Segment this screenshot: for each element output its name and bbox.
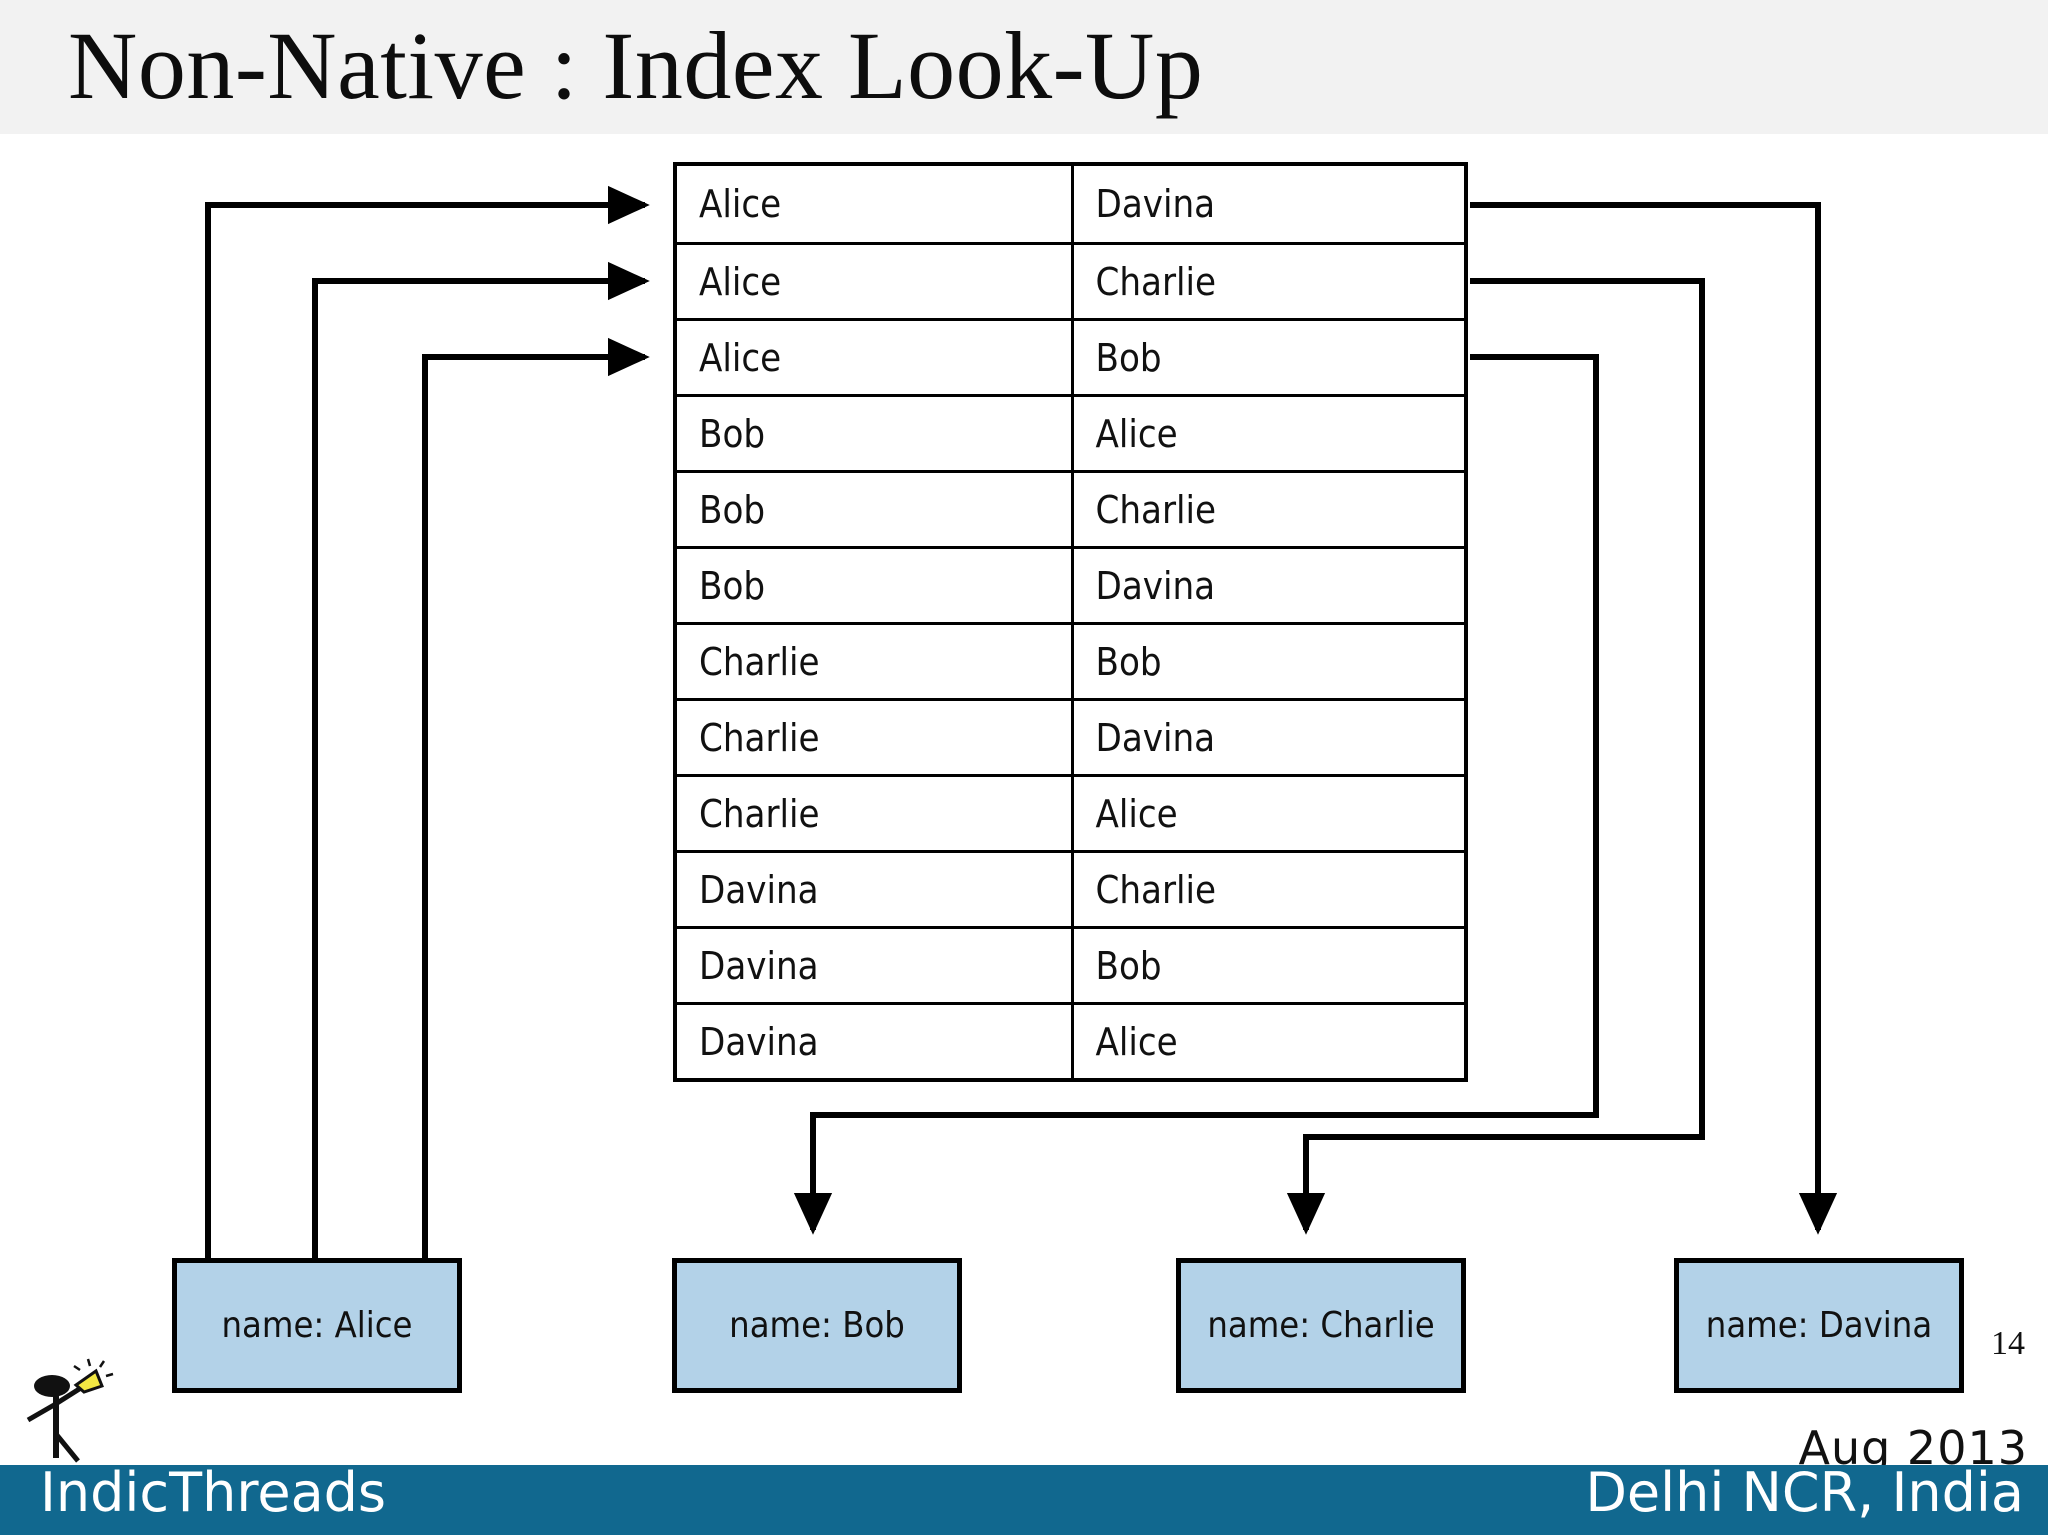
object-node-charlie: name: Charlie	[1176, 1258, 1466, 1393]
table-row: Davina Alice	[677, 1002, 1464, 1078]
index-key: Alice	[677, 166, 1074, 242]
index-key: Bob	[677, 473, 1074, 546]
footer-bar: IndicThreads Delhi NCR, India	[0, 1461, 2048, 1535]
table-row: Charlie Alice	[677, 774, 1464, 850]
index-key: Charlie	[677, 625, 1074, 698]
table-row: Bob Charlie	[677, 470, 1464, 546]
table-row: Bob Davina	[677, 546, 1464, 622]
index-value: Bob	[1095, 943, 1162, 988]
index-value: Davina	[1095, 182, 1216, 226]
edge-alice-to-row2	[312, 261, 650, 1258]
index-value: Charlie	[1095, 867, 1217, 912]
table-row: Davina Charlie	[677, 850, 1464, 926]
index-table: Alice Davina Alice Charlie Alice Bob Bob…	[673, 162, 1468, 1082]
index-key: Charlie	[677, 701, 1074, 774]
table-row: Charlie Bob	[677, 622, 1464, 698]
index-value: Davina	[1095, 715, 1216, 760]
index-value: Alice	[1095, 411, 1178, 456]
index-key: Davina	[677, 853, 1074, 926]
table-row: Bob Alice	[677, 394, 1464, 470]
index-value: Davina	[1095, 563, 1216, 608]
object-node-davina: name: Davina	[1674, 1258, 1964, 1393]
object-node-alice: name: Alice	[172, 1258, 462, 1393]
index-value: Charlie	[1095, 259, 1217, 304]
index-key: Bob	[677, 397, 1074, 470]
index-key: Alice	[677, 321, 1074, 394]
index-value: Charlie	[1095, 487, 1217, 532]
index-value: Bob	[1095, 335, 1162, 380]
slide-header: Non-Native : Index Look-Up	[0, 0, 2048, 134]
edge-alice-to-row1	[205, 185, 650, 1258]
edge-alice-to-row3	[422, 337, 650, 1258]
edge-row1-to-davina	[1470, 202, 1838, 1235]
page-number: 14	[1991, 1325, 2025, 1362]
object-node-bob: name: Bob	[672, 1258, 962, 1393]
index-value: Alice	[1095, 1019, 1178, 1064]
table-row: Davina Bob	[677, 926, 1464, 1002]
table-row: Alice Bob	[677, 318, 1464, 394]
index-key: Alice	[677, 245, 1074, 318]
index-value: Bob	[1095, 639, 1162, 684]
index-key: Davina	[677, 1005, 1074, 1078]
stick-figure-with-lightbulb-icon	[26, 1358, 114, 1463]
table-row: Alice Davina	[677, 166, 1464, 242]
page-title: Non-Native : Index Look-Up	[68, 12, 1204, 119]
index-key: Bob	[677, 549, 1074, 622]
index-key: Charlie	[677, 777, 1074, 850]
footer-brand: IndicThreads	[40, 1461, 387, 1524]
index-value: Alice	[1095, 791, 1178, 836]
index-key: Davina	[677, 929, 1074, 1002]
table-row: Alice Charlie	[677, 242, 1464, 318]
table-row: Charlie Davina	[677, 698, 1464, 774]
footer-location: Delhi NCR, India	[1585, 1461, 2024, 1524]
